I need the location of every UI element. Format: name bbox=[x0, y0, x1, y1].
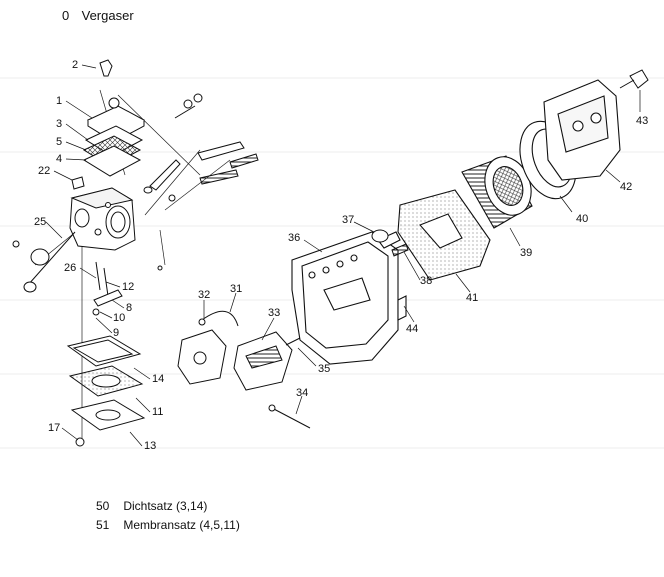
callout-9: 9 bbox=[113, 327, 119, 339]
callout-5: 5 bbox=[56, 136, 62, 148]
callout-17: 17 bbox=[48, 422, 60, 434]
shroud bbox=[291, 231, 407, 365]
filter-gasket bbox=[377, 189, 491, 281]
callout-36: 36 bbox=[288, 232, 300, 244]
cover-knob bbox=[619, 69, 649, 89]
callout-39: 39 bbox=[520, 247, 532, 259]
callout-41: 41 bbox=[466, 292, 478, 304]
callout-37: 37 bbox=[342, 214, 354, 226]
callout-35: 35 bbox=[318, 363, 330, 375]
gaskets-and-diaphragms bbox=[66, 335, 146, 447]
grommet-and-stud bbox=[371, 229, 409, 257]
kit-row: 50 Dichtsatz (3,14) bbox=[96, 497, 240, 516]
callout-38: 38 bbox=[420, 275, 432, 287]
callout-31: 31 bbox=[230, 283, 242, 295]
callout-42: 42 bbox=[620, 181, 632, 193]
callout-40: 40 bbox=[576, 213, 588, 225]
throttle-shaft bbox=[12, 231, 76, 293]
kit-description: Dichtsatz (3,14) bbox=[123, 499, 208, 513]
callout-3: 3 bbox=[56, 118, 62, 130]
small-carb-parts bbox=[71, 176, 163, 316]
kit-number: 50 bbox=[96, 499, 110, 513]
intake-parts bbox=[177, 310, 311, 429]
callout-8: 8 bbox=[126, 302, 132, 314]
air-filter bbox=[461, 155, 533, 229]
callout-25: 25 bbox=[34, 216, 46, 228]
callout-22: 22 bbox=[38, 165, 50, 177]
carburetor-body bbox=[69, 187, 136, 251]
callout-32: 32 bbox=[198, 289, 210, 301]
callout-11: 11 bbox=[152, 406, 163, 418]
header-title: Vergaser bbox=[81, 8, 134, 23]
kit-number: 51 bbox=[96, 518, 110, 532]
callout-1: 1 bbox=[56, 95, 62, 107]
callout-12: 12 bbox=[122, 281, 134, 293]
adjustment-screws bbox=[143, 93, 259, 202]
kit-description: Membransatz (4,5,11) bbox=[123, 518, 240, 532]
callout-labels: 1 2 3 4 5 8 9 10 11 12 13 14 17 22 25 26… bbox=[34, 59, 648, 452]
header-number: 0 bbox=[62, 8, 70, 23]
callout-26: 26 bbox=[64, 262, 76, 274]
callout-13: 13 bbox=[144, 440, 156, 452]
callout-43: 43 bbox=[636, 115, 648, 127]
filter-cover bbox=[543, 79, 621, 181]
leader-lines bbox=[45, 64, 641, 447]
kit-row: 51 Membransatz (4,5,11) bbox=[96, 516, 240, 535]
cover-stack bbox=[82, 59, 146, 177]
kit-list: 50 Dichtsatz (3,14) 51 Membransatz (4,5,… bbox=[96, 497, 240, 535]
callout-34: 34 bbox=[296, 387, 308, 399]
callout-2: 2 bbox=[72, 59, 78, 71]
callout-4: 4 bbox=[56, 153, 62, 165]
callout-10: 10 bbox=[113, 312, 125, 324]
callout-33: 33 bbox=[268, 307, 280, 319]
diagram-header: 0 Vergaser bbox=[62, 8, 134, 23]
callout-44: 44 bbox=[406, 323, 418, 335]
callout-14: 14 bbox=[152, 373, 164, 385]
